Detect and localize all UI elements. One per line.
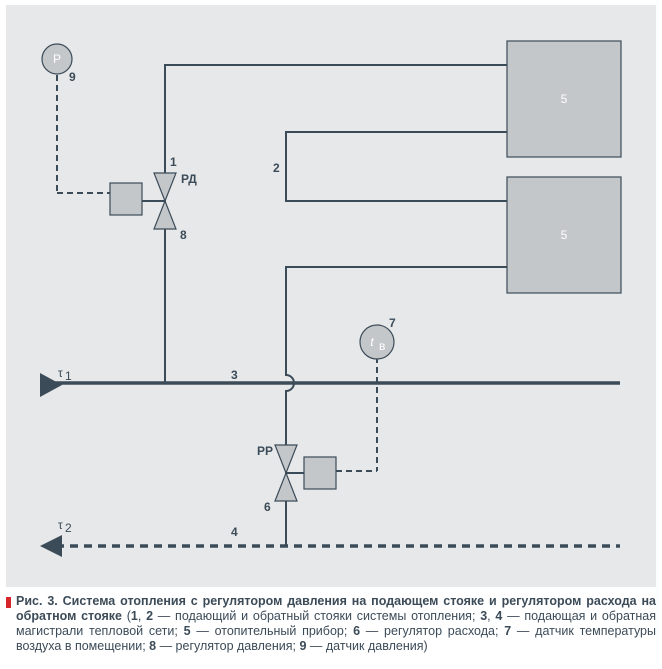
caption-legend-text: — регулятор давления; <box>156 639 300 653</box>
return-main-arrow <box>40 535 62 557</box>
caption-legend-number: 2 <box>146 609 154 623</box>
supply-riser-number: 1 <box>170 155 177 169</box>
pressure-regulator-valve <box>153 172 177 230</box>
flow-regulator-actuator <box>303 456 337 490</box>
temp-sensor-subscript: в <box>379 339 385 353</box>
supply-riser-pipe <box>164 64 507 383</box>
caption-legend-text: — датчик давления) <box>306 639 428 653</box>
caption-legend: 1, 2 — подающий и обратный стояки систем… <box>16 609 656 653</box>
caption-legend-text: , <box>487 609 496 623</box>
caption-legend-text: , <box>137 609 147 623</box>
radiator-lower-label: 5 <box>561 228 568 242</box>
caption-legend-text: — регулятор расхода; <box>360 624 505 638</box>
pressure-regulator-actuator <box>109 182 143 216</box>
temp-sensor-symbol: t <box>370 335 374 349</box>
radiator-upper-label: 5 <box>561 92 568 106</box>
supply-main-tau-sub: 1 <box>65 369 72 383</box>
flow-regulator-number: 6 <box>264 500 271 514</box>
return-riser-number: 2 <box>273 161 280 175</box>
temp-sensor-number: 7 <box>389 316 396 330</box>
supply-main-number: 3 <box>231 368 238 382</box>
return-riser-pipe <box>285 131 507 202</box>
caption-legend-text: — подающий и обратный стояки системы ото… <box>153 609 481 623</box>
pressure-sensor-number: 9 <box>69 70 76 84</box>
return-main-tau: τ <box>58 518 63 532</box>
caption-marker <box>6 597 11 608</box>
caption-legend-number: 1 <box>130 609 138 623</box>
caption-legend-text: — отопительный прибор; <box>190 624 354 638</box>
pressure-sensor-symbol: P <box>53 52 61 66</box>
caption-legend-number: 6 <box>353 624 361 638</box>
radiator-lower <box>506 176 622 294</box>
supply-main-arrow <box>40 373 62 397</box>
temp-sensor <box>359 324 395 360</box>
caption-legend-number: 4 <box>495 609 503 623</box>
caption-title: Рис. 3. Система отопления с регулятором … <box>16 594 656 623</box>
return-main-number: 4 <box>231 525 238 539</box>
caption-legend-number: 5 <box>183 624 191 638</box>
caption-text: Рис. 3. Система отопления с регулятором … <box>16 594 656 653</box>
supply-main-tau: τ <box>58 366 63 380</box>
caption-legend-text: — подающая и обратная магистрали теплово… <box>16 609 656 638</box>
caption-legend-number: 3 <box>480 609 488 623</box>
pressure-sensor <box>41 43 73 75</box>
radiator-upper <box>506 40 622 158</box>
caption-legend-number: 9 <box>299 639 307 653</box>
return-main-tau-sub: 2 <box>65 521 72 535</box>
diagram-panel: 5 5 P 9 1 РД 8 2 t в 7 РР 6 τ 1 3 τ 2 4 <box>6 5 656 587</box>
caption-legend-text: — датчик температуры воздуха в помещении… <box>16 624 656 653</box>
pressure-regulator-number: 8 <box>180 228 187 242</box>
pressure-regulator-code: РД <box>181 172 197 186</box>
figure-caption: Рис. 3. Система отопления с регулятором … <box>6 594 656 654</box>
caption-legend-number: 8 <box>149 639 157 653</box>
flow-regulator-code: РР <box>257 444 273 458</box>
caption-legend-number: 7 <box>504 624 512 638</box>
